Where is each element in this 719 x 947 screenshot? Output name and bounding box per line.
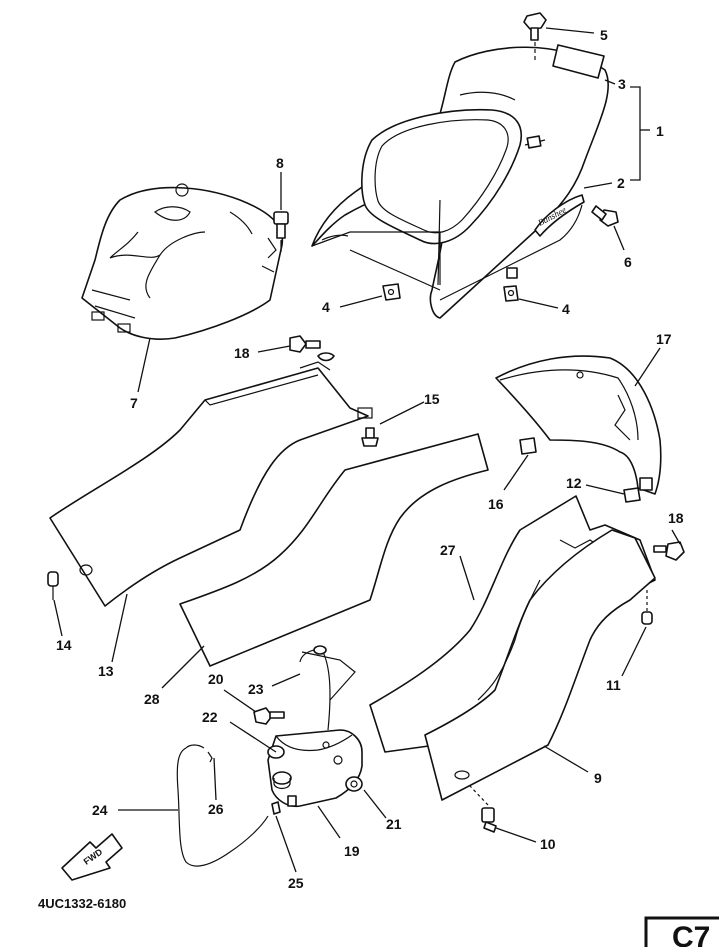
rear-cover-part-7 [81,183,284,340]
callout-labels: 1 2 3 4 4 5 6 7 8 9 10 11 12 13 14 15 16… [56,27,684,891]
screw-part-5 [523,12,547,60]
callout-9: 9 [594,770,602,786]
side-cover-part-13 [49,361,373,607]
callout-12: 12 [566,475,582,491]
callout-20: 20 [208,671,224,687]
clip-part-16 [519,437,537,455]
callout-26: 26 [208,801,224,817]
side-cover-part-28 [179,433,489,667]
tank-assembly [176,645,363,867]
callout-7: 7 [130,395,138,411]
callout-21: 21 [386,816,402,832]
callout-1: 1 [656,123,664,139]
screw-part-14 [47,571,59,600]
screw-part-11 [641,590,653,625]
callout-25: 25 [288,875,304,891]
seat-cowl-part-1: Banshee [311,44,609,319]
callout-5: 5 [600,27,608,43]
callout-16: 16 [488,496,504,512]
callout-13: 13 [98,663,114,679]
callout-17: 17 [656,331,672,347]
rear-fender-part-17 [495,355,662,495]
callout-6: 6 [624,254,632,270]
side-cover-part-9 [424,529,656,801]
callout-27: 27 [440,542,456,558]
callout-18-right: 18 [668,510,684,526]
page-label: C7 [672,921,710,947]
callout-18-left: 18 [234,345,250,361]
forward-direction-arrow: FWD [61,833,123,881]
callout-22: 22 [202,709,218,725]
clip-part-4-right [503,285,519,302]
callout-3: 3 [618,76,626,92]
bolt-part-6 [591,205,619,227]
callout-2: 2 [617,175,625,191]
callout-19: 19 [344,843,360,859]
callout-11: 11 [606,677,621,693]
page-label-box: C7 [644,916,719,947]
screw-part-18-right [653,541,685,561]
callout-4-left: 4 [322,299,330,315]
callout-14: 14 [56,637,72,653]
callout-24: 24 [92,802,108,818]
screw-part-8 [273,211,289,252]
screw-part-15 [361,427,379,447]
screw-part-10 [469,785,497,833]
callout-8: 8 [276,155,284,171]
clip-part-12 [623,487,641,503]
callout-23: 23 [248,681,264,697]
callout-10: 10 [540,836,556,852]
callout-28: 28 [144,691,160,707]
clip-part-4-left [382,283,401,301]
drawing-code: 4UC1332-6180 [38,896,126,911]
screw-part-18-left [289,335,335,362]
leader-lines [53,27,681,873]
callout-15: 15 [424,391,440,407]
callout-4-right: 4 [562,301,570,317]
